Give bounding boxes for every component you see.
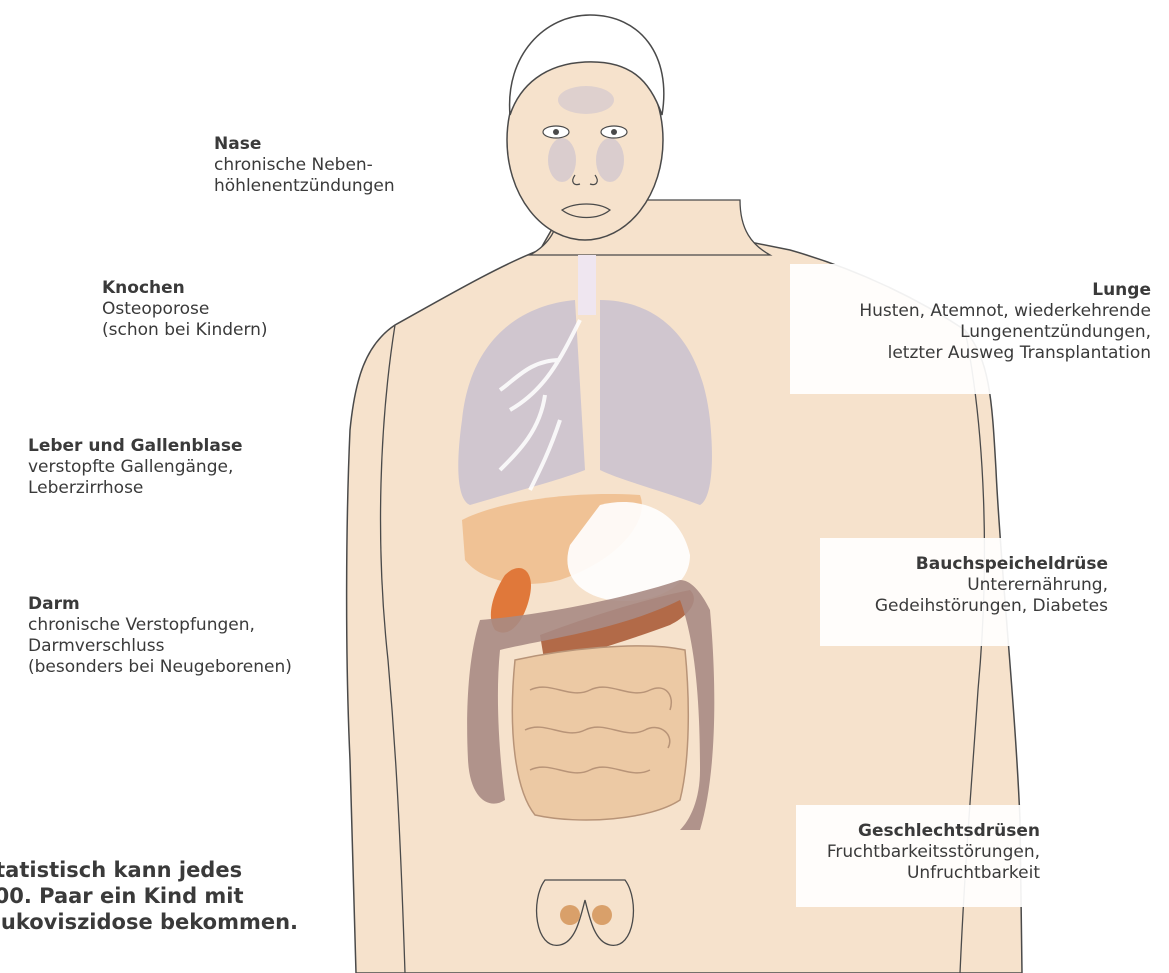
trachea — [578, 255, 596, 315]
label-geschlecht-line-2: Unfruchtbarkeit — [814, 863, 1040, 884]
label-bauch-line-2: Gedeihstörungen, Diabetes — [838, 596, 1108, 617]
label-leber-line-2: Leberzirrhose — [28, 478, 277, 499]
label-darm-line-1: chronische Verstopfungen, — [28, 615, 292, 636]
label-knochen-title: Knochen — [102, 278, 336, 299]
label-nase-line-2: höhlenentzündungen — [214, 176, 443, 197]
label-bauch: Bauchspeicheldrüse Unterernährung, Gedei… — [820, 538, 1126, 646]
label-nase-title: Nase — [214, 134, 443, 155]
label-knochen-line-1: Osteoporose — [102, 299, 336, 320]
label-leber: Leber und Gallenblase verstopfte Galleng… — [10, 420, 295, 530]
label-bauch-title: Bauchspeicheldrüse — [838, 554, 1108, 575]
label-leber-line-1: verstopfte Gallengänge, — [28, 457, 277, 478]
small-intestine — [512, 646, 688, 820]
sinus-frontal — [558, 86, 614, 114]
label-leber-title: Leber und Gallenblase — [28, 436, 277, 457]
label-darm: Darm chronische Verstopfungen, Darmversc… — [10, 578, 310, 720]
label-nase-line-1: chronische Neben- — [214, 155, 443, 176]
gonad-left — [560, 905, 580, 925]
label-lunge: Lunge Husten, Atemnot, wiederkehrende Lu… — [790, 264, 1169, 394]
label-bauch-line-1: Unterernährung, — [838, 575, 1108, 596]
label-darm-title: Darm — [28, 594, 292, 615]
sinus-left — [548, 138, 576, 182]
label-knochen: Knochen Osteoporose (schon bei Kindern) — [84, 262, 354, 372]
label-geschlecht: Geschlechtsdrüsen Fruchtbarkeitsstörunge… — [796, 805, 1058, 907]
gonad-right — [592, 905, 612, 925]
label-darm-line-3: (besonders bei Neugeborenen) — [28, 657, 292, 678]
label-geschlecht-title: Geschlechtsdrüsen — [814, 821, 1040, 842]
label-lunge-line-1: Husten, Atemnot, wiederkehrende — [808, 301, 1151, 322]
label-lunge-line-3: letzter Ausweg Transplantation — [808, 343, 1151, 364]
footnote-line-3: Mukoviszidose bekommen. — [0, 909, 298, 935]
label-nase: Nase chronische Neben- höhlenentzündunge… — [196, 118, 461, 220]
statistic-footnote: Statistisch kann jedes 400. Paar ein Kin… — [0, 857, 298, 935]
label-geschlecht-line-1: Fruchtbarkeitsstörungen, — [814, 842, 1040, 863]
footnote-line-1: Statistisch kann jedes — [0, 857, 298, 883]
label-knochen-line-2: (schon bei Kindern) — [102, 320, 336, 341]
footnote-line-2: 400. Paar ein Kind mit — [0, 883, 298, 909]
sinus-right — [596, 138, 624, 182]
label-lunge-line-2: Lungenentzündungen, — [808, 322, 1151, 343]
label-darm-line-2: Darmverschluss — [28, 636, 292, 657]
label-lunge-title: Lunge — [808, 280, 1151, 301]
